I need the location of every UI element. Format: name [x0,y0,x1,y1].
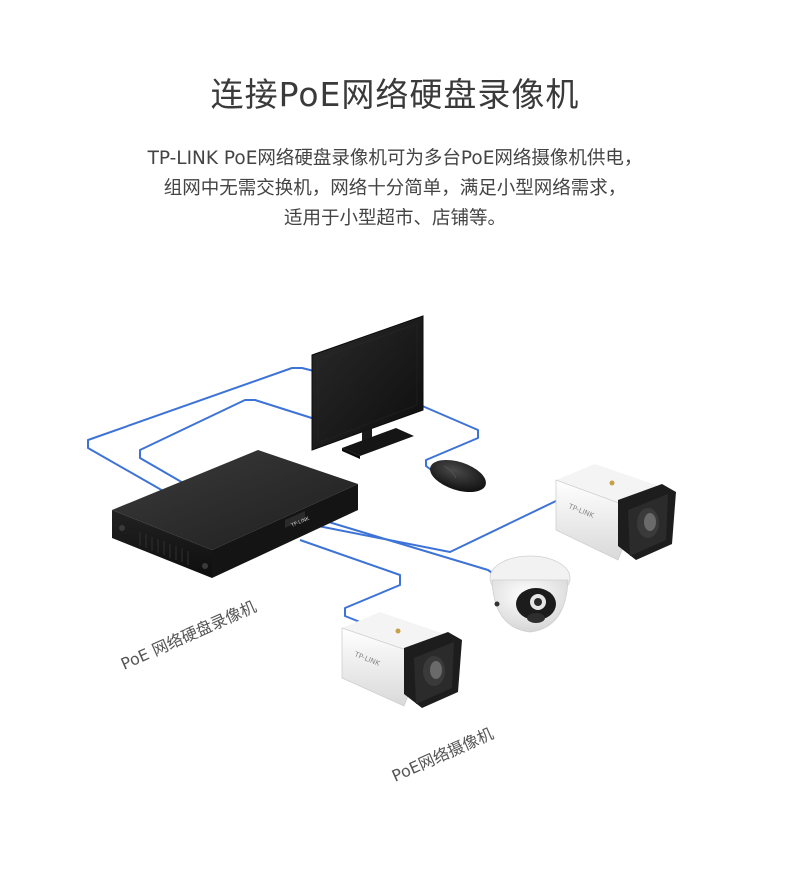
page-title: 连接PoE网络硬盘录像机 [210,75,580,114]
monitor-icon [311,315,424,459]
mouse-icon [430,459,486,493]
bullet-camera-bottom-icon: TP-LINK [341,612,462,708]
cable-bullet-bottom [299,539,401,623]
cable-dome [321,519,496,576]
cable-bullet-right [307,499,559,553]
bullet-camera-right-icon: TP-LINK [555,464,676,561]
nvr-icon: TP-LINK [112,450,358,578]
dome-camera-icon [489,555,571,633]
camera-label: PoE网络摄像机 [389,724,496,786]
description: TP-LINK PoE网络硬盘录像机可为多台PoE网络摄像机供电， 组网中无需交… [0,144,790,234]
nvr-label: PoE 网络硬盘录像机 [118,597,259,674]
cable-mouse [419,404,479,473]
description-line-2: 组网中无需交换机，网络十分简单，满足小型网络需求， [163,178,627,199]
description-line-3: 适用于小型超市、店铺等。 [283,208,506,229]
cable-monitor-outer [87,367,319,493]
cable-monitor-inner [139,399,319,485]
description-line-1: TP-LINK PoE网络硬盘录像机可为多台PoE网络摄像机供电， [147,148,643,169]
